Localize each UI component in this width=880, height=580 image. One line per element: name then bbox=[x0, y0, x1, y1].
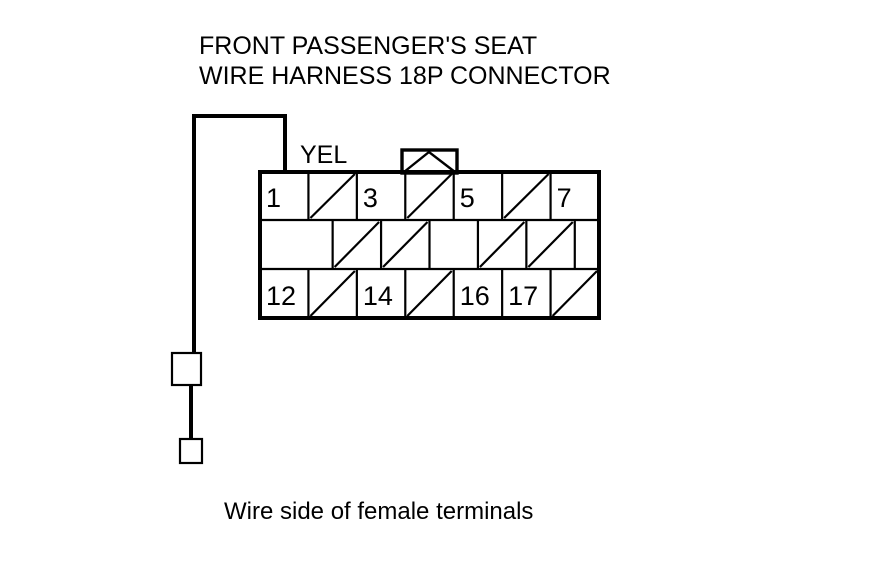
terminal-cell-1: 1 bbox=[266, 172, 310, 220]
terminal-cell-blank bbox=[406, 172, 455, 220]
wire-color-label: YEL bbox=[300, 141, 347, 169]
terminal-cell-blank bbox=[333, 220, 383, 269]
blanked-cavity-slash-icon bbox=[333, 221, 380, 268]
terminal-cell-14: 14 bbox=[363, 269, 407, 318]
wire-path-upper bbox=[192, 114, 287, 356]
terminal-cell-blank bbox=[503, 172, 552, 220]
blanked-cavity-slash-icon bbox=[479, 221, 526, 268]
terminal-number: 5 bbox=[460, 183, 475, 213]
terminal-number: 1 bbox=[266, 183, 281, 213]
terminal-number: 16 bbox=[460, 281, 490, 311]
title-line-1: FRONT PASSENGER'S SEAT bbox=[199, 32, 537, 60]
blanked-cavity-slash-icon bbox=[406, 173, 453, 219]
title-line-2: WIRE HARNESS 18P CONNECTOR bbox=[199, 62, 611, 90]
terminal-number: 12 bbox=[266, 281, 296, 311]
terminal-number: 14 bbox=[363, 281, 393, 311]
inline-box-upper bbox=[170, 351, 203, 387]
terminal-cell-3: 3 bbox=[363, 172, 407, 220]
terminal-cell-blank bbox=[551, 270, 598, 317]
blanked-cavity-slash-icon bbox=[309, 173, 356, 219]
terminal-cell-blank bbox=[527, 220, 576, 269]
terminal-cell-blank bbox=[309, 269, 358, 318]
terminal-cell-blank bbox=[382, 220, 431, 269]
locking-tab-peak-icon bbox=[403, 150, 456, 173]
terminal-cell-16: 16 bbox=[460, 269, 504, 318]
terminal-number: 7 bbox=[557, 183, 572, 213]
terminal-cell-blank bbox=[479, 220, 528, 269]
terminal-cell-12: 12 bbox=[266, 269, 310, 318]
terminal-cell-17: 17 bbox=[508, 269, 552, 318]
terminal-cell-5: 5 bbox=[460, 172, 504, 220]
terminal-number: 17 bbox=[508, 281, 538, 311]
caption-text: Wire side of female terminals bbox=[224, 498, 533, 525]
connector-shell bbox=[258, 170, 601, 320]
terminal-cell-7: 7 bbox=[557, 183, 572, 213]
terminal-cell-blank bbox=[309, 172, 358, 220]
blanked-cavity-slash-icon bbox=[527, 221, 574, 268]
blanked-cavity-slash-icon bbox=[406, 270, 453, 317]
inline-box-lower bbox=[178, 437, 204, 465]
terminal-cell-blank bbox=[406, 269, 455, 318]
blanked-cavity-slash-icon bbox=[551, 270, 598, 317]
blanked-cavity-slash-icon bbox=[309, 270, 356, 317]
terminal-number: 3 bbox=[363, 183, 378, 213]
blanked-cavity-slash-icon bbox=[503, 173, 550, 219]
blanked-cavity-slash-icon bbox=[382, 221, 429, 268]
terminal-grid: 1 3 5 7 12 14 16 17 bbox=[260, 172, 599, 318]
